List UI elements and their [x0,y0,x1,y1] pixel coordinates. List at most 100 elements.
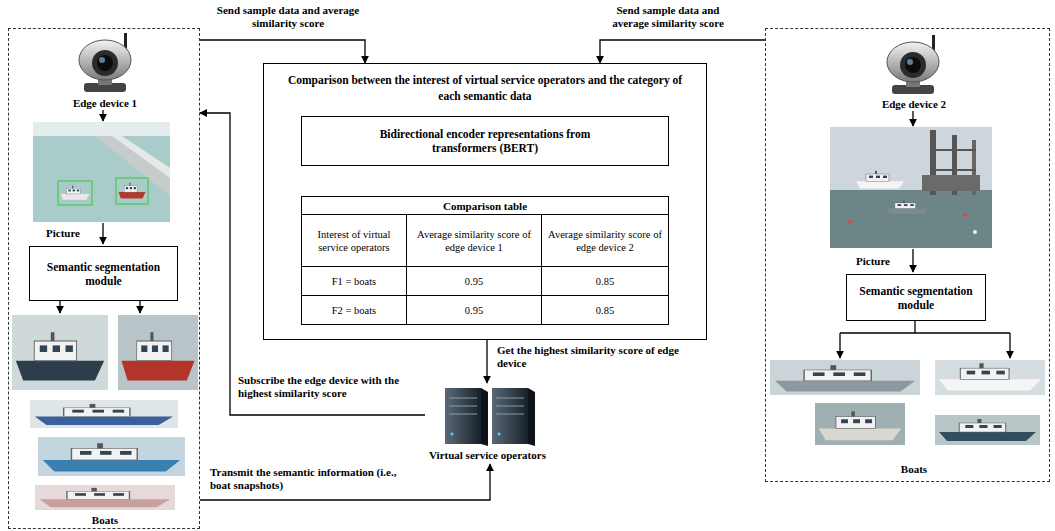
illustration-line [59,301,60,313]
illustration-rect [33,122,170,222]
illustration-use [122,332,195,380]
illustration-use [775,365,915,391]
table-cell: 0.95 [407,296,542,325]
process-box: Semantic segmentation module [846,274,986,321]
device-region: Edge device 2 PictureBoats Semantic segmen… [765,28,1050,482]
edge-label: Get the highest similarity score of edge… [497,344,682,370]
comparison-panel: Comparison between the interest of virtu… [263,63,707,340]
illustration-rect [30,400,178,428]
illustration-rect [492,388,528,444]
illustration-use [119,183,146,199]
boat-snapshot [12,315,1045,510]
illustration-circle [498,433,501,436]
illustration-line [449,414,477,415]
picture-label: Picture [855,255,891,268]
box-label: Semantic segmentation module [853,284,979,312]
server-icon [445,388,535,446]
server-label: Virtual service operators [429,449,546,462]
illustration-line [930,169,976,171]
illustration-line [496,398,524,399]
table-cell: 0.85 [542,296,669,325]
illustration-rect [830,190,992,248]
illustration-line [102,109,103,121]
illustration-line [912,110,913,126]
illustration-rect [116,178,148,204]
table-cell: F2 = boats [302,296,407,325]
illustration-line [930,149,976,151]
box-label: Semantic segmentation module [36,260,171,288]
connector-arrow [600,40,765,63]
illustration-line [839,333,840,358]
connector-arrow [486,340,487,383]
illustration-circle [451,433,454,436]
illustration-use [819,411,902,440]
illustration-rect [935,415,1040,445]
illustration-use [939,419,1036,441]
illustration-polygon [112,136,170,178]
illustration-use [887,35,939,94]
edge-label: Transmit the semantic information (i.e.,… [210,466,405,492]
illustration-use [886,201,929,214]
table-cell: 0.85 [542,267,669,296]
table-cell: 0.95 [407,267,542,296]
comparison-table: Comparison tableInterest of virtual serv… [301,196,669,325]
illustration-rect [445,388,481,444]
illustration-rect [38,437,185,476]
process-box: Bidirectional encoder representations fr… [301,116,669,166]
server-node: Virtual service operators [425,383,550,464]
device-label: Edge device 2 [881,98,947,111]
illustration-line [139,301,140,313]
illustration-use [16,332,104,380]
illustration-rect [58,181,92,205]
illustration-use [856,171,904,189]
illustration-rect [922,175,980,191]
illustration-line [102,223,103,244]
panel-title: Comparison between the interest of virtu… [282,72,688,104]
illustration-line [840,332,1010,333]
edge-label: Subscribe the edge device with the highe… [238,374,413,400]
device-region: Edge device 1 PictureBoats Semantic segmen… [8,28,200,529]
illustration-circle [848,220,852,224]
table-cell: Average similarity score of edge device … [407,215,542,267]
illustration-rect [815,403,905,445]
connector-arrow [200,464,490,500]
illustration-rect [118,315,198,390]
rig-photo [830,127,992,248]
illustration-line [449,406,477,407]
connector-arrow [200,40,365,63]
illustration-polygon [528,388,535,446]
boats-label: Boats [900,463,928,476]
illustration-rect [33,122,170,136]
table-cell: F1 = boats [302,267,407,296]
edge-label: Send sample data and average similarity … [598,4,738,30]
illustration-rect [830,127,992,248]
illustration-line [914,321,915,333]
flow-arrow [60,109,1010,358]
illustration-polygon [481,388,488,446]
illustration-circle [963,213,967,217]
illustration-circle [973,230,977,234]
picture-label: Picture [45,227,81,240]
box-label: Bidirectional encoder representations fr… [350,127,620,155]
table-cell: Interest of virtual service operators [302,215,407,267]
table-cell: Average similarity score of edge device … [542,215,669,267]
table-title: Comparison table [302,197,669,215]
illustration-use [61,186,90,200]
device-label: Edge device 1 [72,97,138,110]
illustration-use [79,33,131,92]
illustration-line [496,414,524,415]
illustration-use [939,363,1041,390]
illustration-rect [935,360,1045,395]
illustration-use [43,443,180,471]
illustration-rect [770,360,920,395]
process-box: Semantic segmentation module [29,246,178,301]
illustration-line [449,398,477,399]
illustration-use [40,488,171,507]
illustration-line [912,249,913,272]
illustration-rect [35,485,175,510]
harbour-photo [33,122,170,222]
illustration-line [1009,333,1010,358]
boats-label: Boats [91,514,119,527]
edge-label: Send sample data and average similarity … [203,4,373,30]
